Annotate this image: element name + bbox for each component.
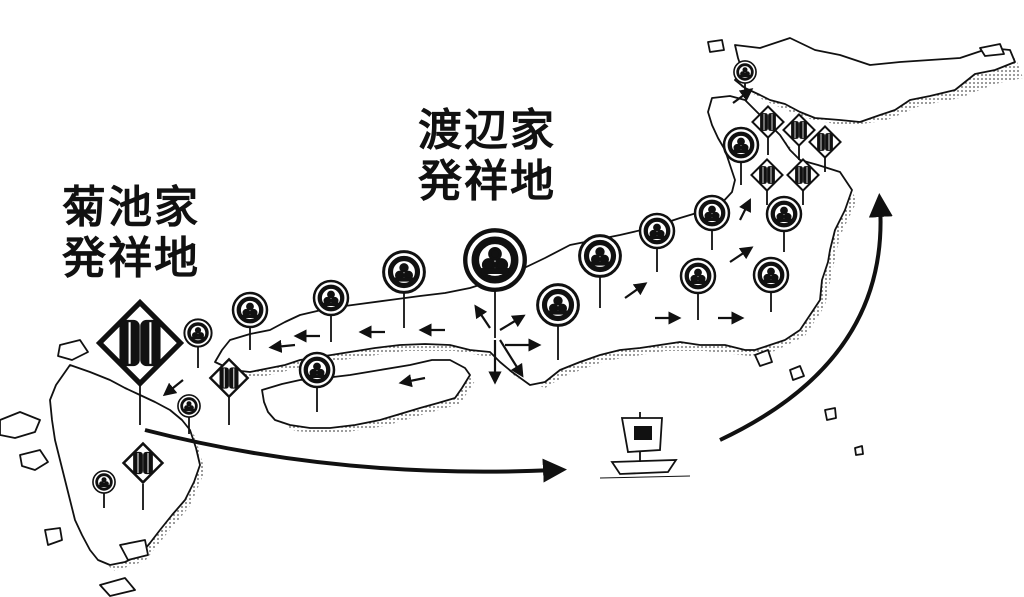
hokkaido (734, 37, 1016, 123)
shikoku (261, 359, 471, 429)
watanabe-label-line1: 渡辺家 (418, 105, 556, 156)
sea-route-west (144, 428, 567, 483)
watanabe-pins (92, 60, 803, 508)
sea-route-east (719, 193, 893, 442)
kikuchi-pins (100, 105, 842, 510)
kikuchi-origin-label: 菊池家 発祥地 (62, 182, 200, 284)
ship-icon (599, 412, 691, 479)
kikuchi-label-line1: 菊池家 (62, 182, 200, 233)
watanabe-label-line2: 発祥地 (418, 155, 556, 207)
kikuchi-label-line2: 発祥地 (62, 232, 200, 284)
land (0, 37, 1016, 597)
route-arrows (144, 88, 893, 483)
watanabe-origin-label: 渡辺家 発祥地 (418, 105, 556, 207)
